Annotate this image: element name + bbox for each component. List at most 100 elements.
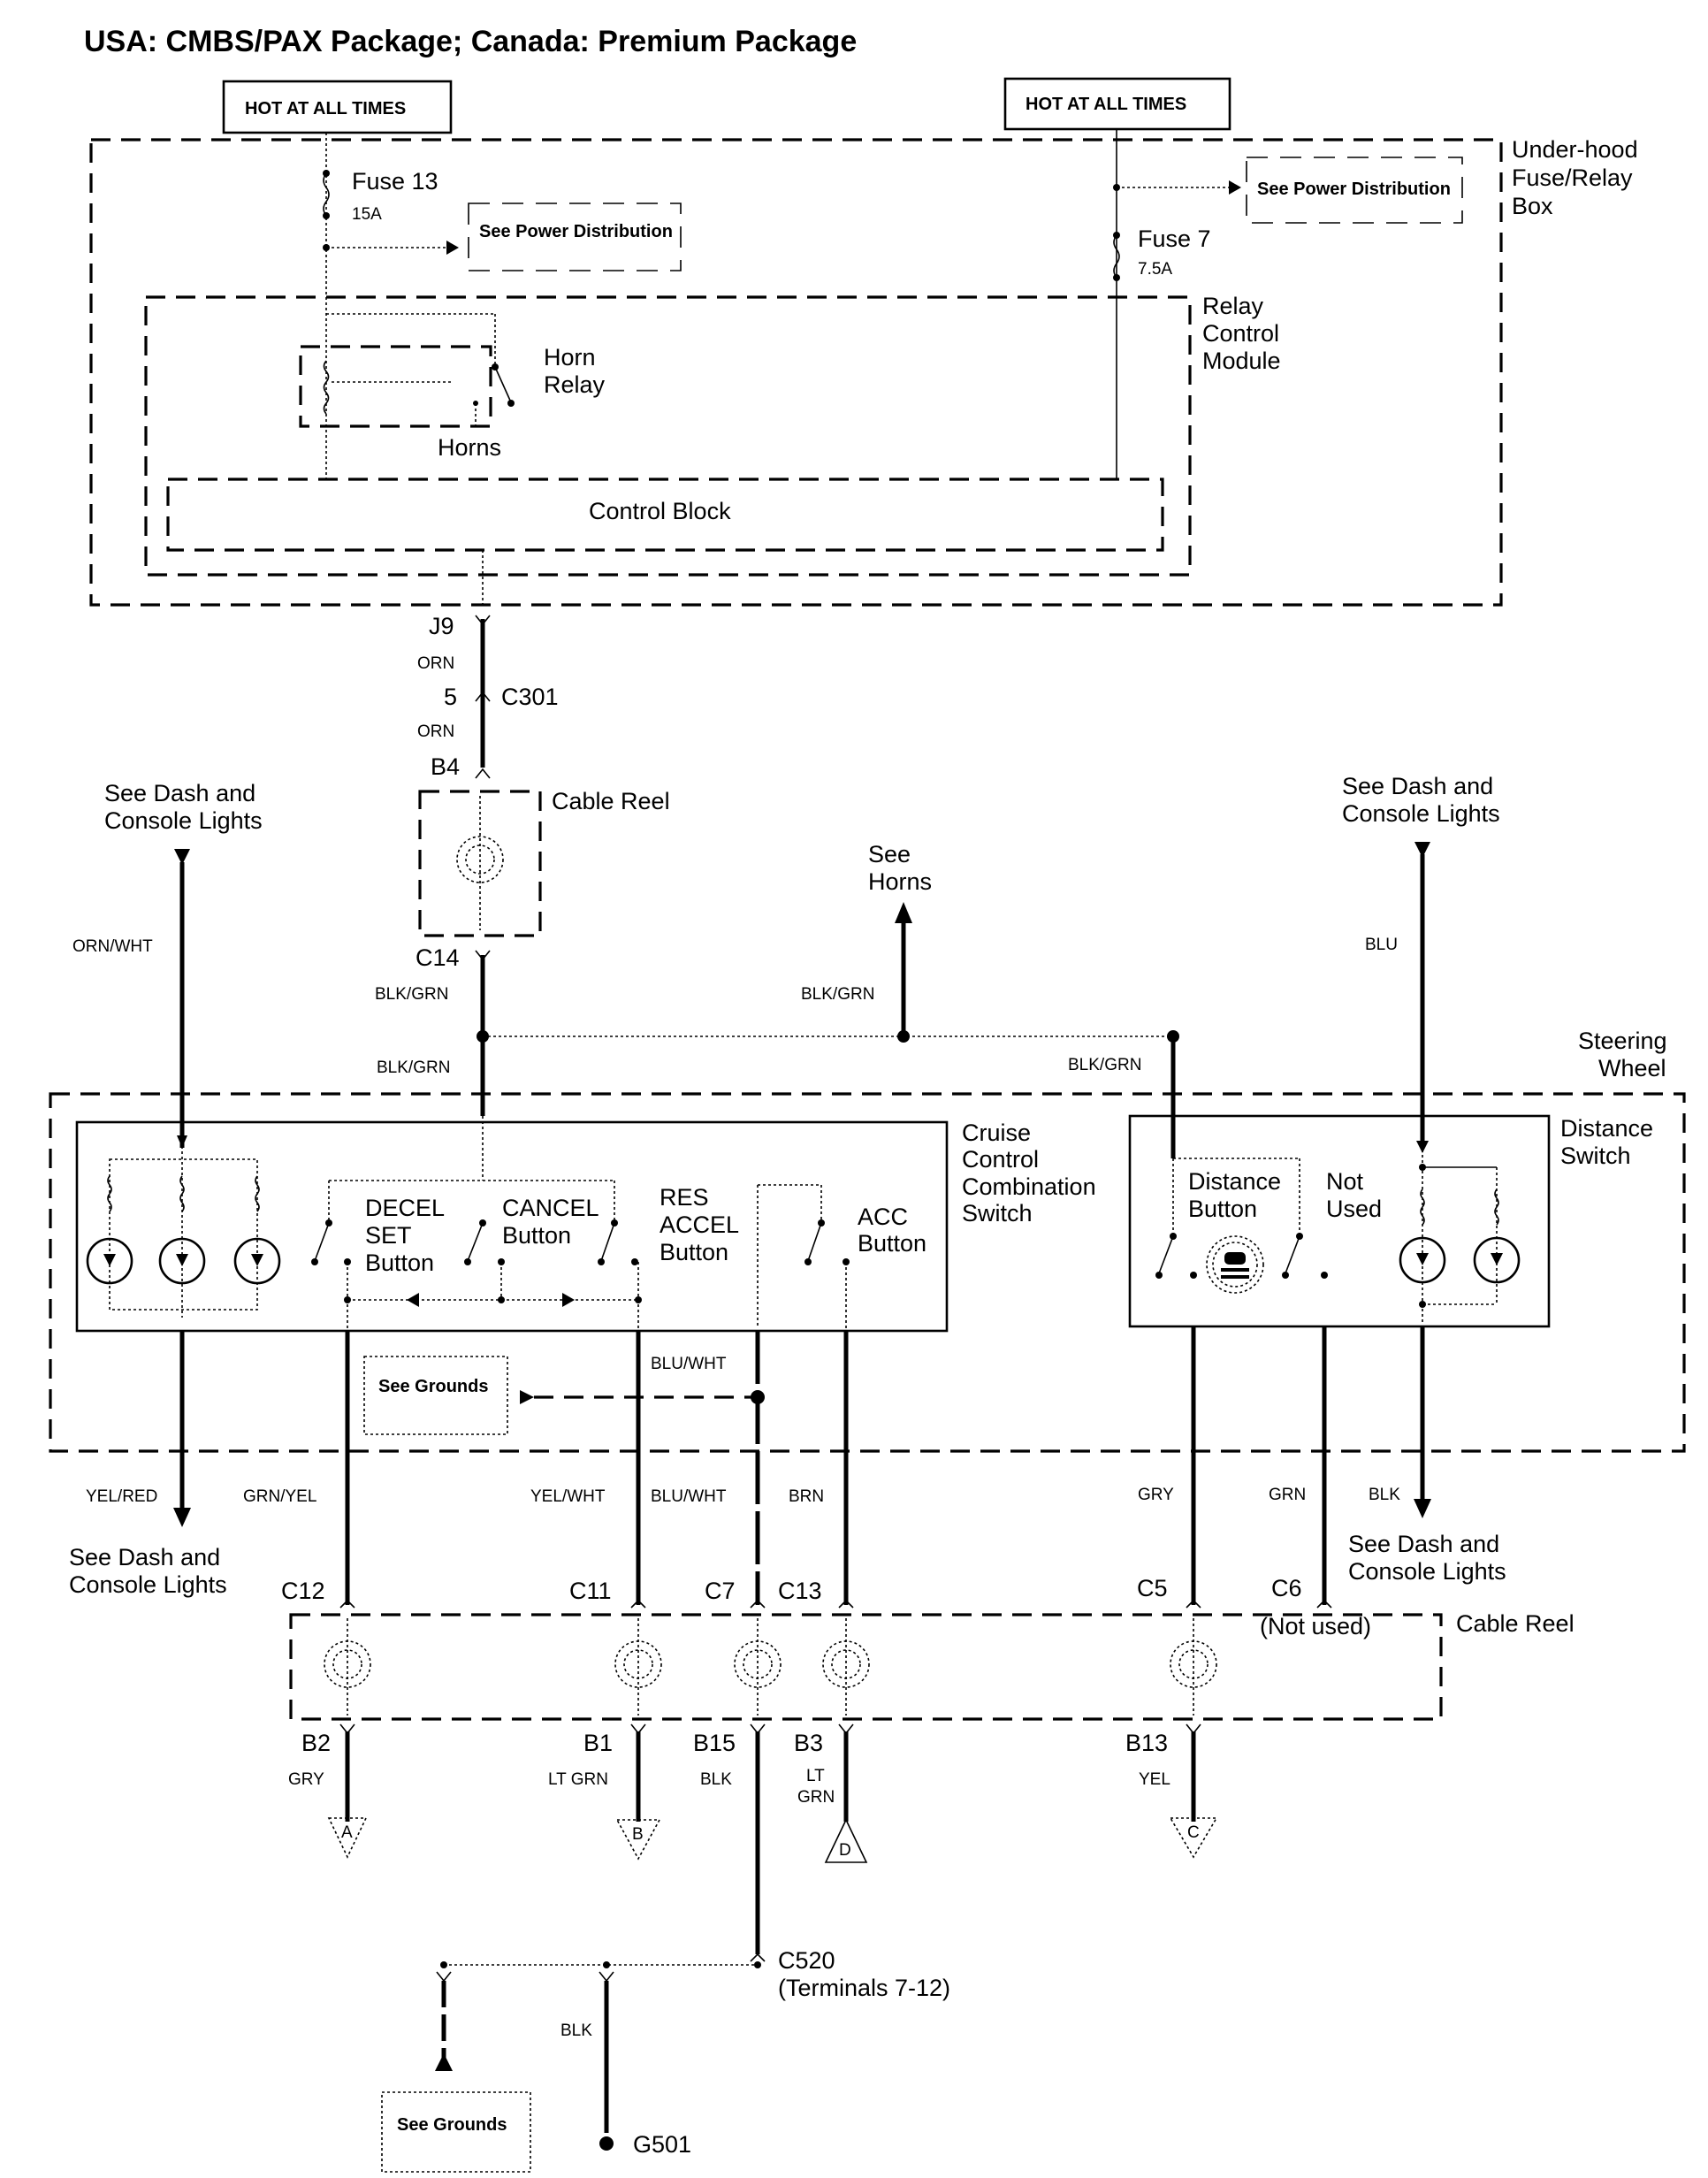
see-dash-lights-left-top-1[interactable]: See Dash and — [104, 780, 255, 806]
arrow-left-icon — [520, 1390, 534, 1404]
wire-label-lt-grn-2b: GRN — [797, 1788, 835, 1807]
connector-b1-label: B1 — [583, 1730, 613, 1756]
ground-g501-icon — [599, 2136, 614, 2151]
led-icon — [233, 1237, 281, 1285]
hot-label-right: HOT AT ALL TIMES — [1026, 95, 1186, 114]
connector-b13-label: B13 — [1125, 1730, 1168, 1756]
wire-label-blu-wht-1: BLU/WHT — [651, 1355, 727, 1373]
wire-label-lt-grn-1: LT GRN — [548, 1770, 608, 1789]
cable-reel-top-label: Cable Reel — [552, 788, 670, 814]
cancel-label-2: Button — [502, 1222, 571, 1249]
see-horns-link-2[interactable]: Horns — [868, 868, 932, 895]
see-dash-lights-left-bottom-1[interactable]: See Dash and — [69, 1544, 220, 1570]
connector-c11-label: C11 — [569, 1578, 612, 1604]
see-grounds-link-1[interactable]: See Grounds — [378, 1377, 488, 1396]
see-grounds-ref-1[interactable] — [363, 1356, 508, 1435]
resistor-icon — [179, 1175, 185, 1212]
wire-label-yel: YEL — [1139, 1770, 1170, 1789]
connector-c12-label: C12 — [281, 1578, 325, 1604]
see-dash-lights-right-top-2[interactable]: Console Lights — [1342, 800, 1500, 827]
see-dash-lights-left-top-2[interactable]: Console Lights — [104, 807, 263, 834]
diagram-title: USA: CMBS/PAX Package; Canada: Premium P… — [84, 25, 857, 58]
cable-reel-coil-icon — [1170, 1618, 1217, 1716]
arrow-down-icon — [173, 1508, 191, 1527]
relay-control-label-1: Relay — [1202, 293, 1264, 319]
switch-icon-acc — [804, 1219, 850, 1265]
cable-reel-coil-icon — [822, 1618, 870, 1716]
switch-icon-decel-set — [311, 1219, 351, 1265]
led-icon — [158, 1237, 206, 1285]
illumination-leds-right — [1399, 1141, 1521, 1322]
arrow-down-icon — [174, 849, 190, 865]
fuse13-label: Fuse 13 — [352, 168, 438, 195]
cable-reel-coil-icon — [456, 836, 504, 883]
connector-c14-label: C14 — [416, 944, 460, 971]
arrow-right-icon — [1229, 180, 1241, 195]
cable-reel-bottom — [289, 1613, 1443, 1721]
see-power-distribution-link-1[interactable]: See Power Distribution — [479, 222, 673, 241]
control-block-label: Control Block — [589, 498, 731, 524]
cable-reel-coil-icon — [324, 1618, 371, 1716]
see-power-distribution-ref-1[interactable] — [468, 203, 682, 271]
see-power-distribution-link-2[interactable]: See Power Distribution — [1257, 180, 1451, 199]
offpage-connector-c[interactable]: C — [1169, 1817, 1218, 1859]
relay-control-label-2: Control — [1202, 320, 1279, 347]
c520-terminals-note: (Terminals 7-12) — [778, 1975, 950, 2001]
distance-switch-label-2: Switch — [1560, 1142, 1631, 1169]
cancel-label-1: CANCEL — [502, 1195, 599, 1221]
connector-j9 — [475, 615, 491, 626]
see-dash-lights-right-top-1[interactable]: See Dash and — [1342, 773, 1493, 799]
offpage-connector-b[interactable]: B — [615, 1819, 661, 1861]
fuse13-rating: 15A — [352, 205, 382, 224]
underhood-label-3: Box — [1512, 193, 1553, 219]
connector-c301-label: C301 — [501, 684, 559, 710]
wire-label-yel-red: YEL/RED — [86, 1487, 157, 1506]
switch-icon-distance — [1155, 1233, 1197, 1279]
offpage-connector-a[interactable]: A — [327, 1817, 368, 1859]
connector-c7-label: C7 — [705, 1578, 736, 1604]
see-horns-link-1[interactable]: See — [868, 841, 911, 867]
fuse7-icon — [1113, 234, 1120, 279]
connector-b4 — [475, 768, 491, 779]
offpage-connector-d[interactable]: D — [824, 1818, 868, 1863]
cruise-switch-label-4: Switch — [962, 1200, 1033, 1227]
distance-button-label-2: Button — [1188, 1196, 1257, 1222]
not-used-label-2: Used — [1326, 1196, 1382, 1222]
horn-relay-label-1: Horn — [544, 344, 596, 371]
junction-dot — [477, 1030, 489, 1043]
underhood-label-2: Fuse/Relay — [1512, 164, 1633, 191]
cable-reel-coils — [324, 1618, 1217, 1716]
distance-switch-label-1: Distance — [1560, 1115, 1653, 1142]
offpage-b-label: B — [632, 1825, 644, 1844]
wire-label-yel-wht: YEL/WHT — [530, 1487, 606, 1506]
connector-ground-1 — [436, 1971, 452, 1983]
illumination-leds-left — [86, 1135, 281, 1318]
horn-relay-label-2: Relay — [544, 371, 606, 398]
wire-label-blkgrn-1: BLK/GRN — [375, 985, 448, 1004]
wire-label-blkgrn-2: BLK/GRN — [377, 1058, 450, 1077]
wire-label-blkgrn-4: BLK/GRN — [1068, 1056, 1141, 1074]
resistor-icon — [107, 1175, 112, 1212]
arrow-right-icon — [446, 241, 459, 255]
wire-label-orn-1: ORN — [417, 654, 454, 673]
fuse13-icon — [323, 172, 330, 217]
cruise-switches — [311, 1116, 850, 1331]
relay-coil-icon — [323, 360, 330, 415]
wire-label-lt-grn-2a: LT — [806, 1767, 825, 1785]
see-grounds-link-2[interactable]: See Grounds — [397, 2115, 507, 2135]
relay-control-module — [144, 295, 1192, 577]
ground-g501-label: G501 — [633, 2131, 691, 2158]
see-power-distribution-ref-2[interactable] — [1246, 157, 1463, 224]
arrow-down-icon — [1414, 1499, 1431, 1518]
see-grounds-ref-2[interactable] — [381, 2091, 531, 2173]
connector-c-terminals — [339, 1599, 1332, 1609]
connector-c5-label: C5 — [1137, 1575, 1168, 1601]
connector-c520-label: C520 — [778, 1947, 835, 1974]
see-dash-lights-right-bottom-2[interactable]: Console Lights — [1348, 1558, 1506, 1585]
relay-control-label-3: Module — [1202, 348, 1281, 374]
see-dash-lights-left-bottom-2[interactable]: Console Lights — [69, 1571, 227, 1598]
wire-label-blu-wht-2: BLU/WHT — [651, 1487, 727, 1506]
see-dash-lights-right-bottom-1[interactable]: See Dash and — [1348, 1531, 1499, 1557]
wire-label-grn: GRN — [1269, 1486, 1306, 1504]
